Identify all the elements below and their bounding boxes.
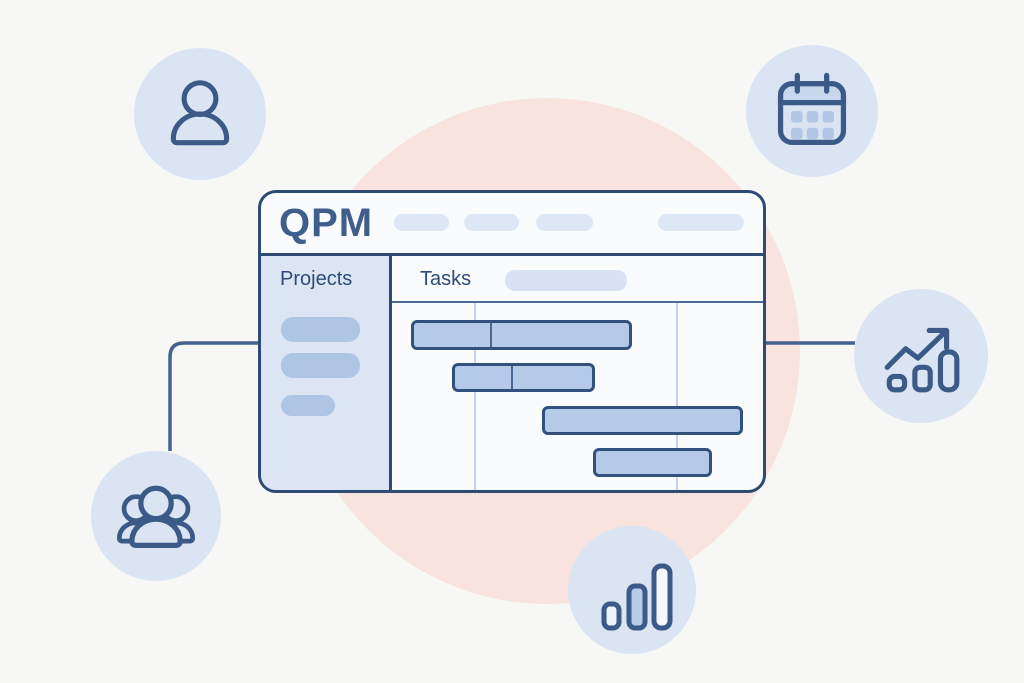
window-body: Projects Tasks — [261, 256, 763, 490]
trend-up-icon — [884, 327, 960, 393]
app-window: QPM Projects Tasks — [258, 190, 766, 493]
user-circle — [134, 48, 266, 180]
calendar-icon — [777, 72, 847, 146]
gantt-bar-row-2[interactable] — [452, 363, 595, 392]
gantt-area — [392, 303, 763, 490]
project-item-2[interactable] — [281, 353, 360, 378]
left-connector-line — [168, 341, 259, 451]
trend-circle — [854, 289, 988, 423]
gantt-gridline — [474, 303, 476, 490]
nav-pill-3[interactable] — [536, 214, 593, 231]
tasks-filter-pill[interactable] — [505, 270, 627, 291]
project-item-3[interactable] — [281, 395, 335, 416]
nav-pill-2[interactable] — [464, 214, 519, 231]
gantt-bar-row-4[interactable] — [593, 448, 712, 477]
tasks-toolbar: Tasks — [392, 256, 763, 303]
sidebar-title: Projects — [280, 268, 353, 290]
nav-pill-4[interactable] — [658, 214, 744, 231]
team-icon — [116, 485, 196, 548]
gantt-bar-split — [490, 323, 492, 347]
nav-pill-1[interactable] — [394, 214, 449, 231]
gantt-bar-split — [511, 366, 513, 389]
top-nav: QPM — [261, 193, 763, 256]
main-panel: Tasks — [392, 256, 763, 490]
team-circle — [91, 451, 221, 581]
app-logo: QPM — [279, 201, 374, 245]
project-item-1[interactable] — [281, 317, 360, 342]
user-icon — [170, 80, 230, 146]
gantt-gridline — [676, 303, 678, 490]
bar-chart-circle — [568, 526, 696, 654]
bar-chart-icon — [601, 563, 673, 631]
gantt-bar-row-1[interactable] — [411, 320, 632, 350]
sidebar: Projects — [261, 256, 392, 490]
gantt-bar-row-3[interactable] — [542, 406, 743, 435]
calendar-circle — [746, 45, 878, 177]
tasks-title: Tasks — [420, 268, 472, 290]
